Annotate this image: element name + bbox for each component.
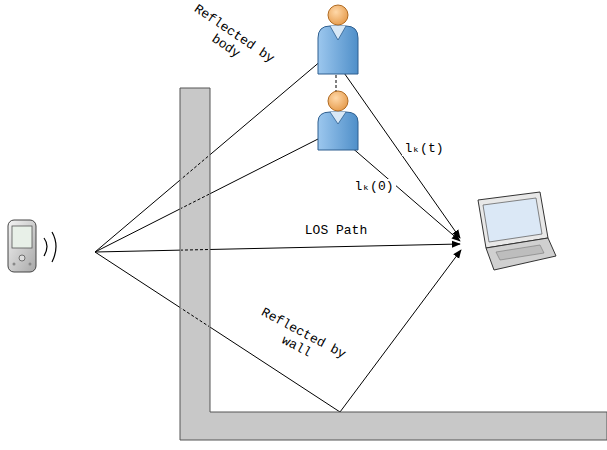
receiver-laptop [478,192,556,270]
hidden-paths [181,89,209,412]
person-icon [318,5,358,74]
wall [180,88,607,440]
signal-paths [95,60,461,412]
path-label: LOS Path [303,223,369,238]
transmitter-phone [8,220,56,272]
distance-label: lₖ(0) [352,179,395,194]
person-icon [318,91,358,150]
distance-label: lₖ(t) [402,141,445,156]
wall-ray [95,250,461,412]
path-label: Reflected by wall [243,300,358,380]
los-ray [95,244,460,252]
path-label: Reflected by body [174,0,285,84]
